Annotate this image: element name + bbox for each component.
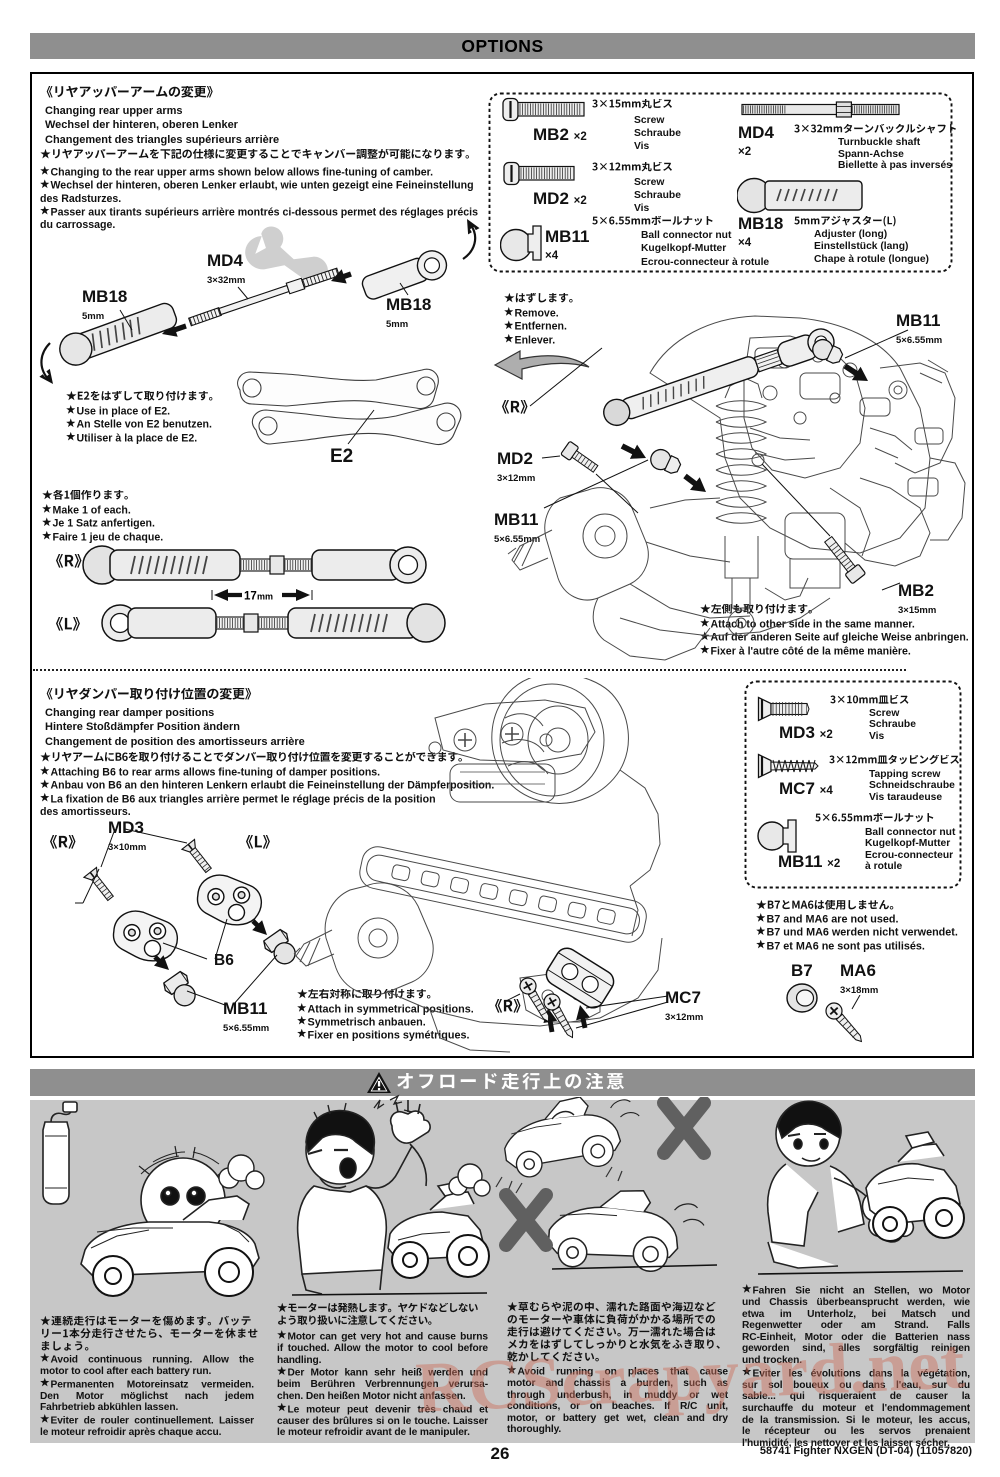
svg-text:17: 17 (244, 591, 257, 603)
svg-text:mm: mm (257, 592, 273, 602)
